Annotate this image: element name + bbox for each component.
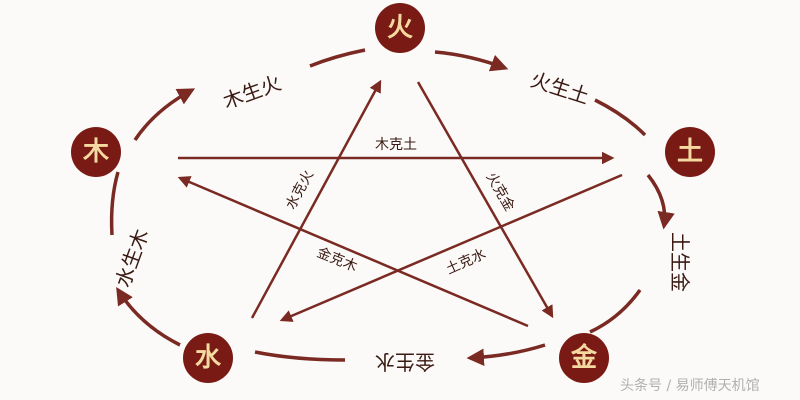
label-wood-generates-fire: 木生火 <box>220 70 285 113</box>
arc-metal-water-left <box>254 350 346 362</box>
arc-wood-fire-top <box>309 48 366 68</box>
node-earth: 土 <box>665 127 715 177</box>
watermark-text: 头条号 / 易师傅天机馆 <box>620 377 760 394</box>
arc-earth-to-metal <box>646 173 675 230</box>
node-wood-circle <box>71 127 121 177</box>
label-water-generates-wood: 水生木 <box>110 226 153 291</box>
label-fire-controls-metal: 火克金 <box>483 170 518 214</box>
arc-water-wood-low <box>109 171 120 236</box>
node-metal-label: 金 <box>570 342 598 373</box>
node-fire-label: 火 <box>387 13 413 43</box>
node-wood: 木 <box>71 127 121 177</box>
arc-earth-metal-low <box>589 288 642 334</box>
line-water-controls-fire <box>250 79 382 319</box>
node-metal: 金 <box>559 333 609 383</box>
node-water-circle <box>183 333 233 383</box>
label-metal-controls-wood: 金克木 <box>315 245 360 276</box>
arc-fire-earth-right <box>594 98 647 137</box>
arc-wood-to-fire <box>133 88 196 141</box>
node-earth-circle <box>665 127 715 177</box>
arc-metal-to-water <box>466 343 546 367</box>
node-fire-circle <box>375 3 425 53</box>
label-earth-controls-water: 土克水 <box>444 246 489 278</box>
node-water-label: 水 <box>195 343 222 373</box>
node-earth-label: 土 <box>677 137 703 167</box>
label-metal-generates-water: 金生水 <box>375 350 435 374</box>
node-water: 水 <box>183 333 233 383</box>
label-fire-generates-earth: 火生土 <box>528 67 592 108</box>
line-fire-controls-metal <box>416 81 554 319</box>
label-earth-generates-metal: 土生金 <box>668 232 692 292</box>
line-metal-controls-wood <box>177 176 529 328</box>
line-earth-controls-water <box>279 173 623 322</box>
node-fire: 火 <box>375 3 425 53</box>
arc-water-to-wood <box>116 287 181 347</box>
label-wood-controls-earth: 木克土 <box>375 137 417 153</box>
node-metal-circle <box>559 333 609 383</box>
arc-fire-to-earth <box>434 50 509 72</box>
node-wood-label: 木 <box>82 137 109 167</box>
